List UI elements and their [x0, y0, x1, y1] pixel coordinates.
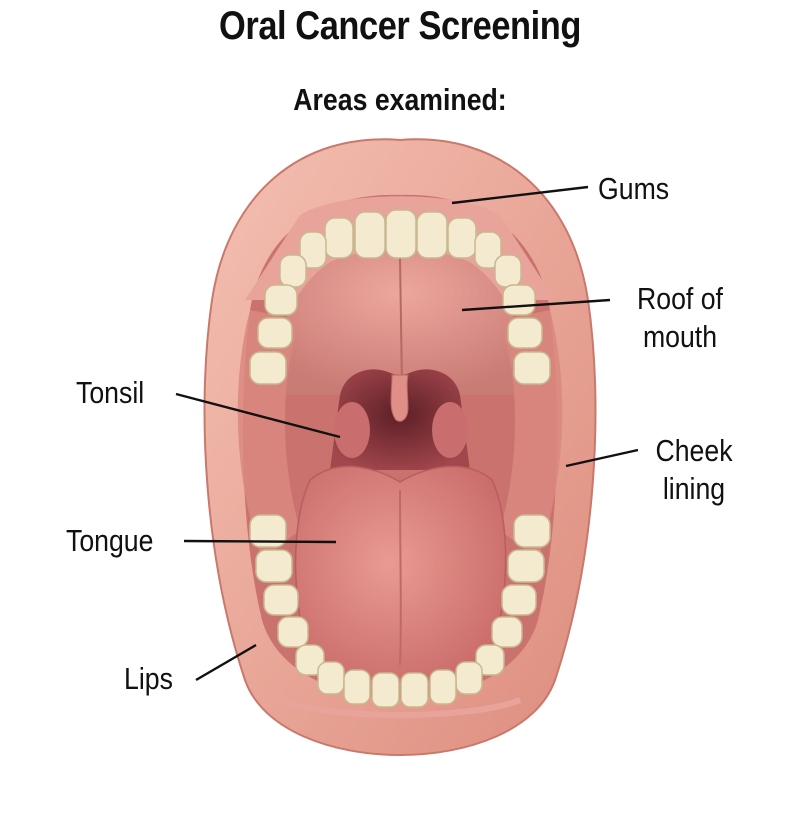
cheek-lining-label: Cheek lining — [634, 432, 754, 508]
lips-label: Lips — [124, 660, 173, 698]
tongue-midline — [400, 490, 401, 665]
cheek-lining-label-line-1: Cheek — [634, 432, 754, 470]
tonsil-label: Tonsil — [76, 374, 144, 412]
roof-of-mouth-label: Roof of mouth — [620, 280, 740, 356]
uvula — [391, 375, 408, 421]
roof-of-mouth-label-line-1: Roof of — [620, 280, 740, 318]
left-tonsil — [334, 402, 370, 458]
right-tonsil — [432, 402, 468, 458]
gums-label: Gums — [598, 170, 669, 208]
tongue-label: Tongue — [66, 522, 153, 560]
cheek-lining-label-line-2: lining — [634, 470, 754, 508]
roof-of-mouth-label-line-2: mouth — [620, 318, 740, 356]
tongue-leader-line — [184, 541, 336, 542]
